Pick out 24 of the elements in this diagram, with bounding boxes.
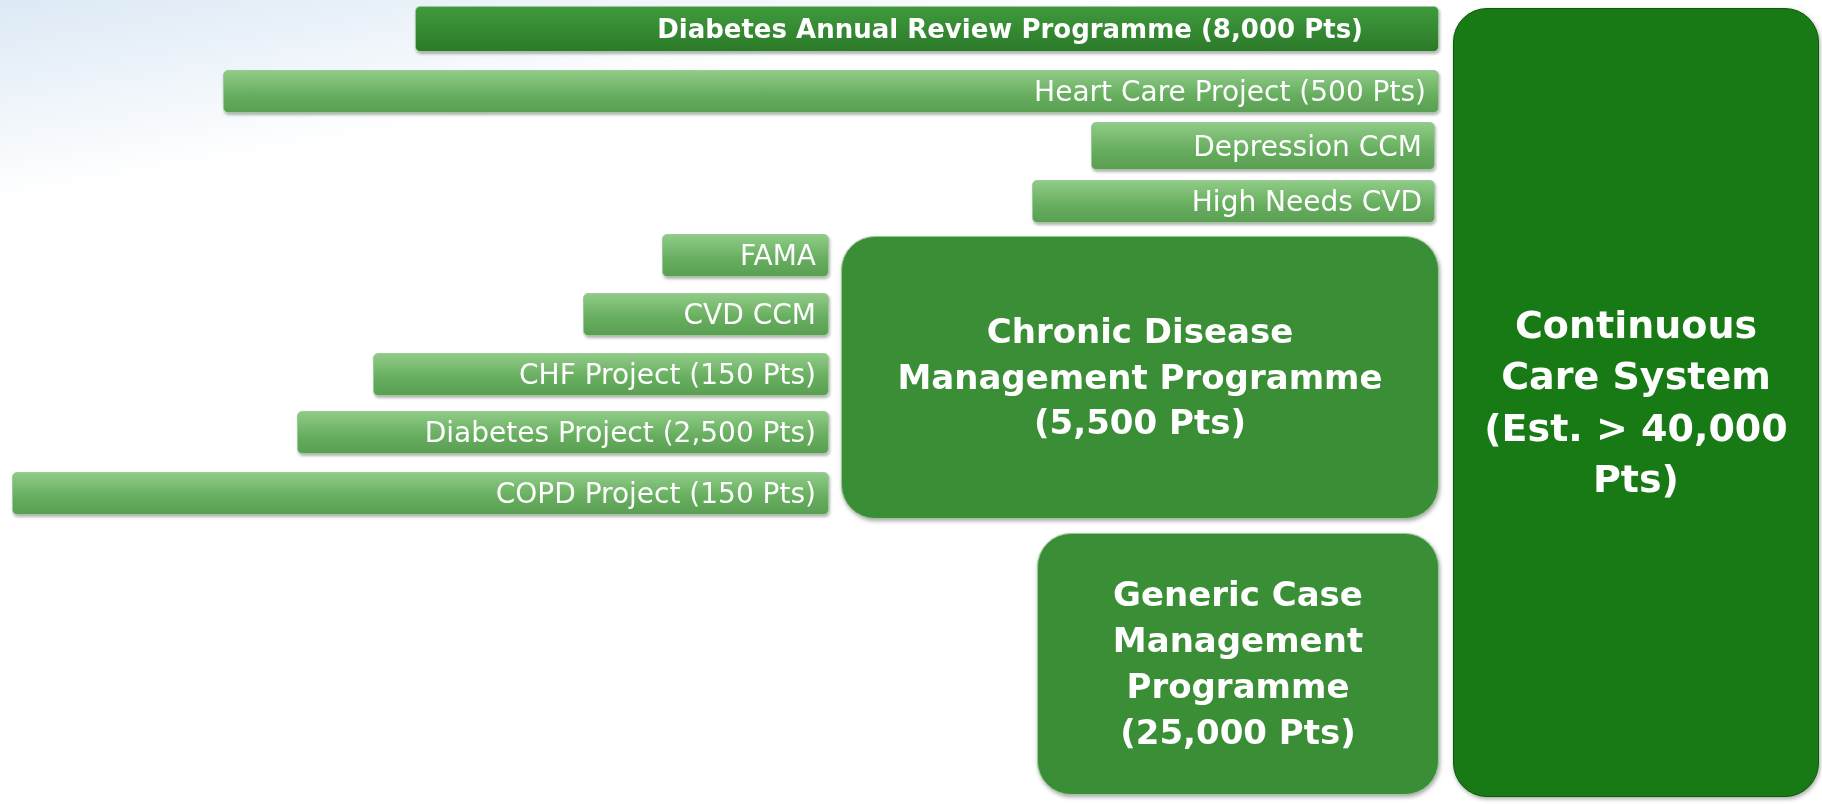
programme-label: Heart Care Project (500 Pts)	[1034, 75, 1426, 108]
programme-bar	[373, 353, 829, 396]
programme-label: COPD Project (150 Pts)	[495, 477, 816, 510]
programme-label: Diabetes Annual Review Programme (8,000 Pts)	[657, 14, 1363, 44]
programme-label: CVD CCM	[683, 298, 816, 331]
programme-bar	[662, 234, 829, 277]
programme-bar	[415, 6, 1439, 52]
programme-bar	[223, 70, 1439, 113]
programme-bar	[583, 293, 829, 336]
programme-bar	[1091, 122, 1435, 170]
programme-bar	[297, 411, 829, 454]
programme-bar	[1032, 180, 1435, 223]
programme-box	[1037, 533, 1439, 795]
programme-label: FAMA	[740, 239, 816, 272]
programme-label: CHF Project (150 Pts)	[519, 358, 816, 391]
programme-label: Continuous Care System (Est. > 40,000 Pts)	[1483, 301, 1789, 503]
programme-label: Chronic Disease Management Programme (5,500 Pts)	[896, 309, 1384, 445]
programme-label: Generic Case Management Programme (25,000 Pts)	[1111, 573, 1365, 754]
programme-label: Depression CCM	[1193, 129, 1422, 163]
programme-box	[841, 236, 1439, 519]
programme-label: High Needs CVD	[1191, 185, 1422, 218]
programme-label: Diabetes Project (2,500 Pts)	[424, 416, 816, 449]
programme-bar	[12, 472, 829, 515]
programme-box	[1453, 8, 1819, 797]
